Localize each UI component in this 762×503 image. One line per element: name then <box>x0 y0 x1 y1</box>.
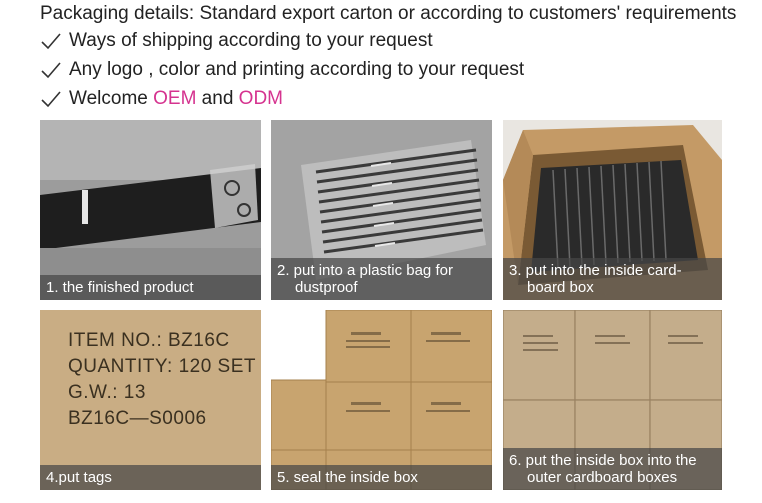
caption-text-line2: board box <box>527 279 594 296</box>
check-icon <box>40 60 62 80</box>
step-caption: 1. the finished product <box>40 275 261 300</box>
carton-tag: ITEM NO.: BZ16C QUANTITY: 120 SET G.W.: … <box>68 328 256 432</box>
logo-line: Any logo , color and printing according … <box>69 58 525 80</box>
tag-gross-weight: G.W.: 13 <box>68 382 146 403</box>
welcome-and: and <box>196 87 239 109</box>
step-photo-tags: ITEM NO.: BZ16C QUANTITY: 120 SET G.W.: … <box>40 310 261 490</box>
step-caption: 5. seal the inside box <box>271 465 492 490</box>
welcome-prefix: Welcome <box>69 87 154 109</box>
caption-text-line2: outer cardboard boxes <box>527 469 678 486</box>
check-row-welcome: Welcome OEM and ODM <box>40 84 755 113</box>
oem-highlight: OEM <box>153 87 197 109</box>
tag-quantity: QUANTITY: 120 SET <box>68 356 256 377</box>
step-caption: 4.put tags <box>40 465 261 490</box>
check-row-logo: Any logo , color and printing according … <box>40 55 755 84</box>
step-photo-sealed-boxes: 5. seal the inside box <box>271 310 492 490</box>
check-row-shipping: Ways of shipping according to your reque… <box>40 26 755 55</box>
check-icon <box>40 31 62 51</box>
sealed-boxes-image <box>271 310 492 490</box>
caption-text: 3. put into the inside card- <box>509 262 682 279</box>
check-icon <box>40 89 62 109</box>
caption-text-line2: dustproof <box>295 279 358 296</box>
shipping-line: Ways of shipping according to your reque… <box>69 29 433 51</box>
caption-text: 6. put the inside box into the <box>509 452 697 469</box>
step-photo-inside-box: 3. put into the inside card-board box <box>503 120 722 300</box>
tag-item-number: ITEM NO.: BZ16C <box>68 330 230 351</box>
odm-highlight: ODM <box>238 87 283 109</box>
caption-text: 1. the finished product <box>46 279 194 296</box>
caption-text: 2. put into a plastic bag for <box>277 262 453 279</box>
step-caption: 3. put into the inside card-board box <box>503 258 722 300</box>
step-photo-finished-product: 1. the finished product <box>40 120 261 300</box>
caption-text: 5. seal the inside box <box>277 469 418 486</box>
finished-product-image <box>40 120 261 300</box>
packaging-title: Packaging details: Standard export carto… <box>40 3 737 24</box>
tag-code: BZ16C—S0006 <box>68 408 207 429</box>
packaging-header: Packaging details: Standard export carto… <box>40 2 755 113</box>
caption-text: 4.put tags <box>46 469 112 486</box>
